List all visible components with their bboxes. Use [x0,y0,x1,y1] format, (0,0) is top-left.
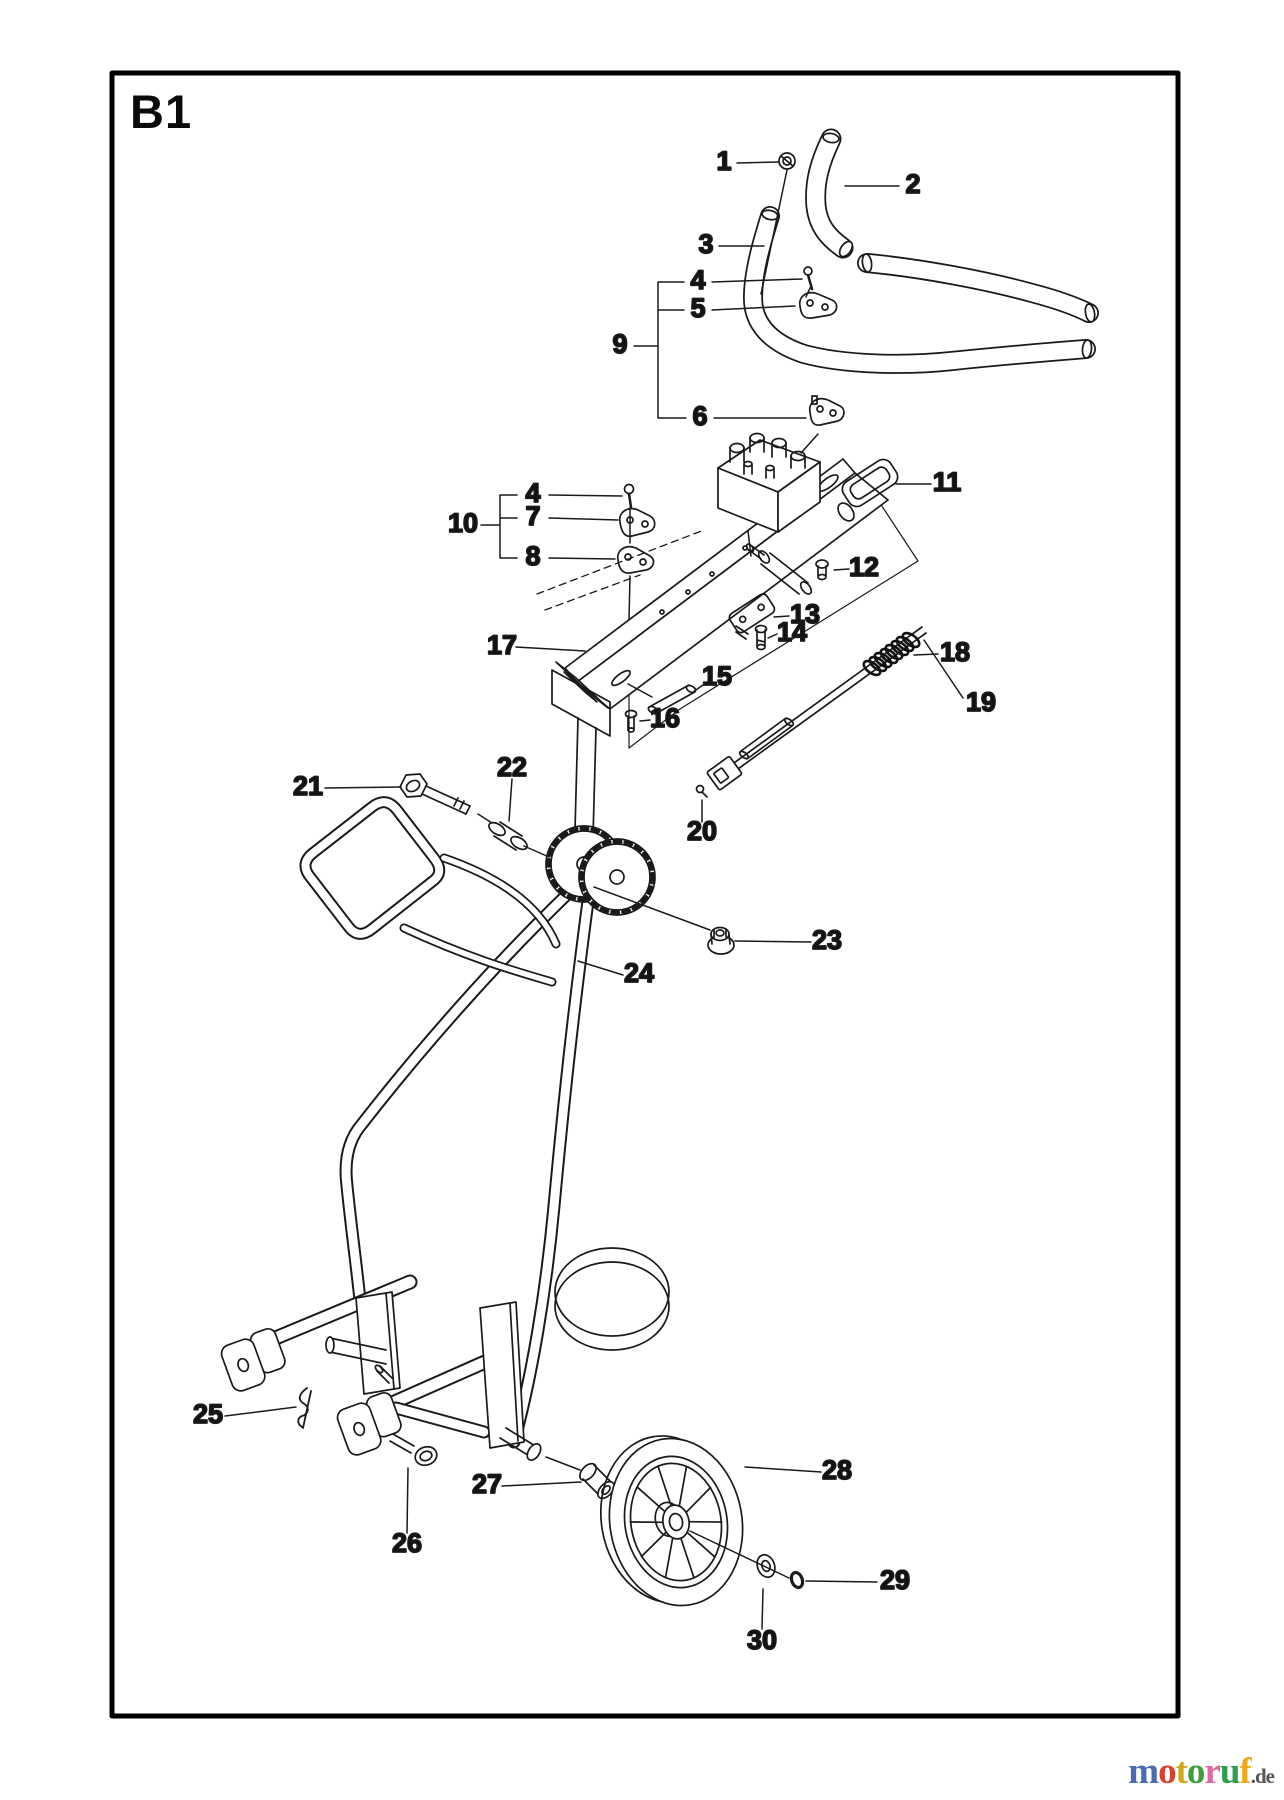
wheel-assembly-28 [599,1435,805,1607]
valve-block [717,432,821,533]
motoruf-logo-letter: t [1175,1751,1188,1792]
part-callout-13: 13 [790,599,820,629]
part-callout-3: 3 [698,229,713,259]
motoruf-logo-letter: r [1204,1751,1220,1792]
part-callout-15: 15 [702,661,732,691]
part-callout-30: 30 [747,1625,777,1655]
part-callout-9: 9 [612,329,627,359]
part-callout-26: 26 [392,1528,422,1558]
motoruf-logo-letter: m [1128,1751,1159,1792]
r-clip-25 [297,1387,312,1429]
part-callout-27: 27 [472,1469,502,1499]
part-callout-12: 12 [849,552,879,582]
part-callout-16: 16 [650,703,680,733]
part-callout-25: 25 [193,1399,223,1429]
cover-plate-11 [841,458,899,508]
clamp-6 [808,397,845,426]
part-callout-11: 11 [933,467,962,497]
part-callout-4: 4 [690,265,705,295]
part-callout-28: 28 [822,1455,852,1485]
eye-bolt-26 [389,1433,438,1467]
sector-gears [545,825,656,916]
part-callout-4: 4 [525,478,540,508]
part-callout-20: 20 [687,816,717,846]
motoruf-logo-letters: motoruf [1128,1751,1252,1792]
part-callout-19: 19 [966,687,996,717]
page-title: B1 [130,85,193,138]
spacer-22 [488,821,528,851]
part-callout-17: 17 [487,630,517,660]
ring-29 [789,1570,805,1590]
clamp-group-10 [616,483,656,574]
spring-18 [862,631,921,677]
part-callout-7: 7 [525,501,540,531]
part-callout-5: 5 [690,293,705,323]
leader-lines [224,161,964,1630]
part-callout-14: 14 [777,617,807,647]
part-callout-21: 21 [293,771,323,801]
part-callout-8: 8 [525,541,540,571]
cart-frame-24 [299,773,735,1449]
undercarriage [220,1274,615,1500]
motoruf-logo-suffix: .de [1250,1764,1275,1788]
motoruf-logo-letter: o [1158,1751,1176,1792]
clamp-5 [798,291,838,319]
part-callout-6: 6 [692,401,707,431]
diagram-border [109,70,1181,1719]
part-callout-1: 1 [716,146,731,176]
screw-4-top [803,266,814,291]
handlebar-assembly [743,128,1099,426]
part-callout-22: 22 [497,752,527,782]
nut-1 [778,152,796,170]
hex-bolt-21 [399,773,471,815]
linkage-parts [624,593,927,798]
part-callout-23: 23 [812,925,842,955]
washer-30 [756,1553,776,1579]
part-callout-18: 18 [940,637,970,667]
motoruf-logo: motoruf.de [1128,1750,1275,1793]
part-callout-24: 24 [624,958,654,988]
motoruf-logo-letter: f [1239,1751,1251,1792]
part-callout-2: 2 [905,169,920,199]
part-callout-10: 10 [448,508,478,538]
motoruf-logo-letter: u [1219,1751,1241,1792]
flange-nut-23 [707,926,735,955]
motoruf-logo-letter: o [1186,1751,1205,1792]
bolt-12 [815,559,829,581]
part-callout-29: 29 [880,1565,910,1595]
